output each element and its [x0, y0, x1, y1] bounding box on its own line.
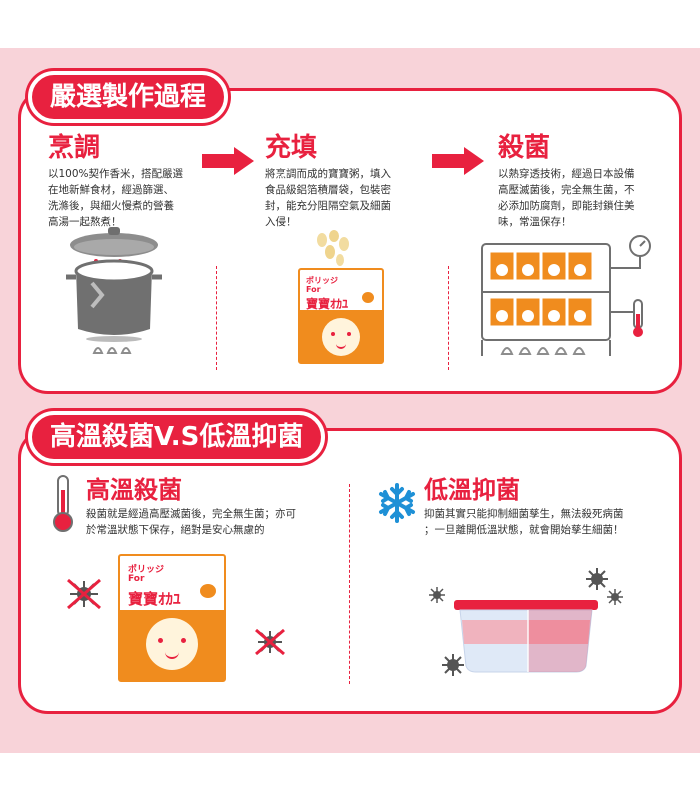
- step-cook-desc: 以100%契作香米，搭配嚴選 在地新鮮食材，經過篩選、 洗滌後，與細火慢煮的營養…: [48, 168, 184, 228]
- rice-icon: [317, 230, 349, 266]
- section-title-comparison: 高溫殺菌V.S低溫抑菌: [28, 411, 326, 463]
- step-sterilize-desc: 以熱穿透技術，經過日本設備 高壓滅菌後，完全無生菌，不 必添加防腐劑，即能封鎖住…: [498, 168, 635, 228]
- bacteria-icon: [429, 587, 445, 603]
- bacteria-crossed-icon: [255, 628, 285, 656]
- step-fill-desc: 將烹調而成的寶寶粥，填入 食品級鋁箔積層袋，包裝密 封，能充分阻隔空氣及細菌 入…: [265, 168, 391, 228]
- bacteria-icon: [586, 568, 608, 590]
- low-temp-desc: 抑菌其實只能抑制細菌孳生，無法殺死病菌 ；一旦離開低溫狀態，就會開始孳生細菌！: [424, 508, 624, 536]
- section-title-process: 嚴選製作過程: [28, 71, 229, 123]
- divider: [448, 266, 449, 370]
- bacteria-icon: [442, 654, 464, 676]
- high-temp-title: 高溫殺菌: [86, 476, 182, 504]
- divider: [349, 484, 350, 684]
- arrow-right-icon: [202, 147, 254, 175]
- low-temp-title: 低溫抑菌: [424, 476, 520, 504]
- thermometer-icon: [53, 475, 73, 532]
- step-cook-title: 烹調: [48, 133, 101, 163]
- bacteria-crossed-icon: [67, 578, 101, 610]
- bacteria-icon: [607, 589, 623, 605]
- cooking-pot-icon: [66, 227, 162, 354]
- step-sterilize-title: 殺菌: [498, 133, 551, 163]
- porridge-package: ポリッジ For 寶寶ｵｶﾕ: [118, 554, 226, 682]
- arrow-right-icon: [432, 147, 484, 175]
- high-temp-desc: 殺菌就是經過高壓滅菌後，完全無生菌；亦可 於常溫狀態下保存，絕對是安心無慮的: [86, 508, 296, 536]
- food-container-icon: [454, 600, 598, 673]
- snowflake-icon: [379, 483, 415, 523]
- divider: [216, 266, 217, 370]
- porridge-package: ポリッジ For 寶寶ｵｶﾕ: [298, 268, 384, 364]
- step-fill-title: 充填: [265, 133, 318, 163]
- sterilizer-machine-icon: [481, 235, 651, 356]
